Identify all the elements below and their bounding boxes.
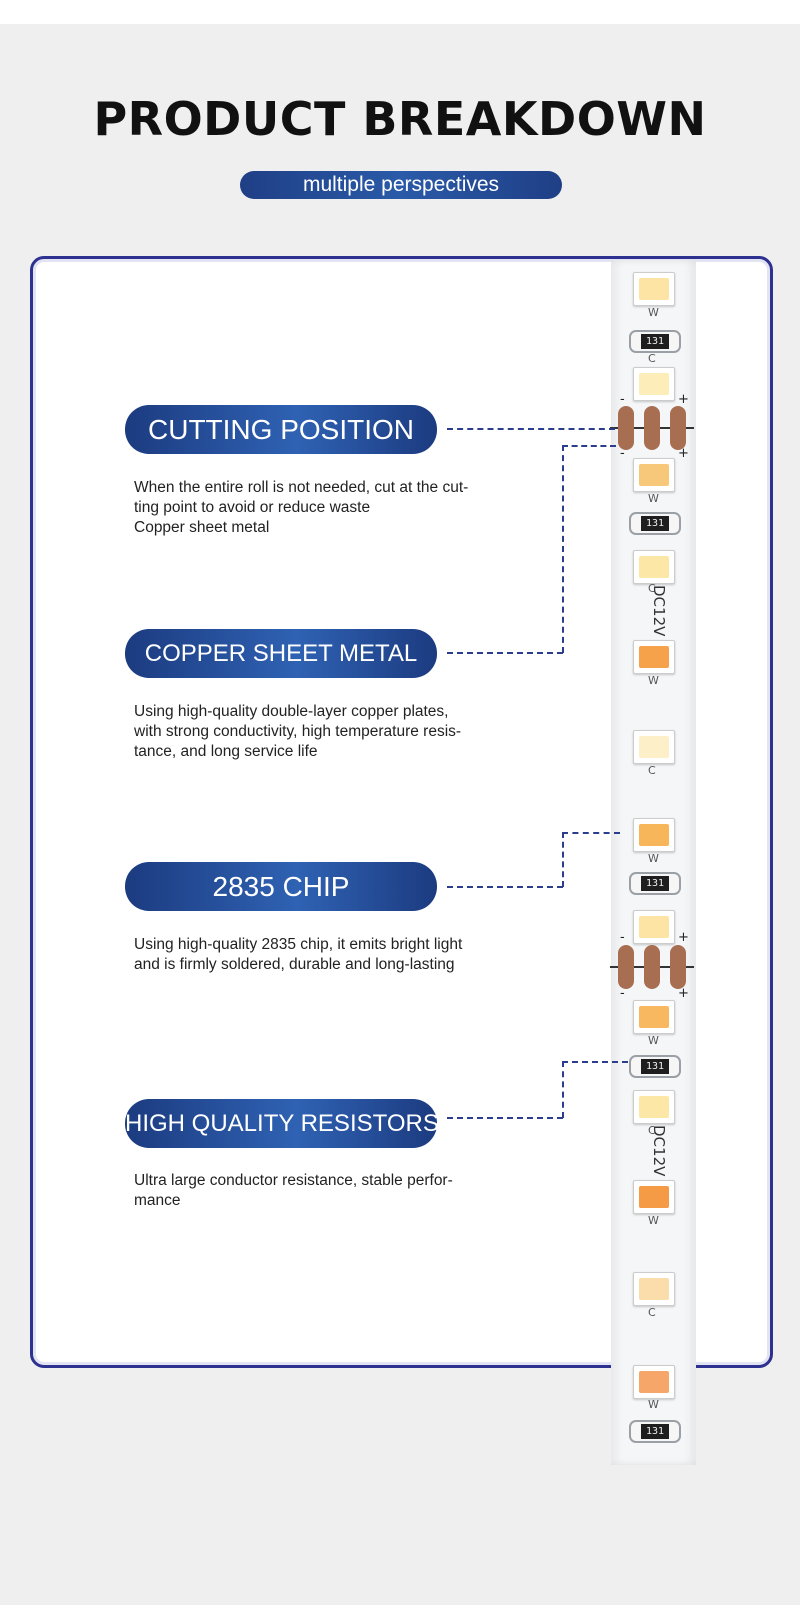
plus-mark: + <box>678 392 689 407</box>
led-chip <box>633 1090 675 1124</box>
led-mark: W <box>648 492 659 505</box>
page-title: PRODUCT BREAKDOWN <box>93 92 707 146</box>
led-mark: C <box>648 1306 656 1319</box>
leader-line <box>447 428 615 430</box>
leader-line <box>562 445 564 653</box>
subtitle-badge: multiple perspectives <box>240 171 562 199</box>
leader-line <box>447 886 563 888</box>
led-chip <box>633 1272 675 1306</box>
led-mark: C <box>648 764 656 777</box>
voltage-label: DC12V <box>650 1125 668 1177</box>
leader-line <box>447 652 563 654</box>
led-chip <box>633 1180 675 1214</box>
led-chip <box>633 272 675 306</box>
led-mark: C <box>648 582 656 595</box>
feature-high-quality-resistors-label: HIGH QUALITY RESISTORS <box>125 1099 439 1148</box>
feature-2835-chip-label: 2835 CHIP <box>125 862 437 911</box>
feature-cutting-position-label: CUTTING POSITION <box>125 405 437 454</box>
led-chip <box>633 1365 675 1399</box>
cutting-pads <box>610 406 694 450</box>
resistor: 131 <box>629 1055 681 1078</box>
feature-2835-chip-description: Using high-quality 2835 chip, it emits b… <box>134 936 463 973</box>
led-mark: W <box>648 1214 659 1227</box>
leader-line <box>562 1061 564 1118</box>
led-chip <box>633 458 675 492</box>
led-mark: W <box>648 852 659 865</box>
resistor: 131 <box>629 512 681 535</box>
minus-mark: - <box>620 446 625 461</box>
led-chip <box>633 1000 675 1034</box>
plus-mark: + <box>678 986 689 1001</box>
feature-copper-sheet-metal-label: COPPER SHEET METAL <box>125 629 437 678</box>
led-chip <box>633 640 675 674</box>
resistor: 131 <box>629 1420 681 1443</box>
led-mark: C <box>648 352 656 365</box>
led-chip <box>633 818 675 852</box>
voltage-label: DC12V <box>650 585 668 637</box>
feature-cutting-position-description: When the entire roll is not needed, cut … <box>134 479 469 536</box>
plus-mark: + <box>678 930 689 945</box>
resistor: 131 <box>629 872 681 895</box>
led-mark: W <box>648 674 659 687</box>
minus-mark: - <box>620 392 625 407</box>
leader-line <box>562 445 616 447</box>
led-mark: C <box>648 1124 656 1137</box>
led-mark: W <box>648 1398 659 1411</box>
feature-high-quality-resistors-description: Ultra large conductor resistance, stable… <box>134 1172 453 1209</box>
feature-copper-sheet-metal-description: Using high-quality double-layer copper p… <box>134 703 462 760</box>
resistor: 131 <box>629 330 681 353</box>
led-chip <box>633 550 675 584</box>
leader-line <box>562 832 620 834</box>
leader-line <box>447 1117 563 1119</box>
cutting-pads <box>610 945 694 989</box>
leader-line <box>562 1061 628 1063</box>
led-mark: W <box>648 1034 659 1047</box>
minus-mark: - <box>620 986 625 1001</box>
led-chip <box>633 910 675 944</box>
led-chip <box>633 367 675 401</box>
led-chip <box>633 730 675 764</box>
minus-mark: - <box>620 930 625 945</box>
leader-line <box>562 832 564 887</box>
led-mark: W <box>648 306 659 319</box>
plus-mark: + <box>678 446 689 461</box>
